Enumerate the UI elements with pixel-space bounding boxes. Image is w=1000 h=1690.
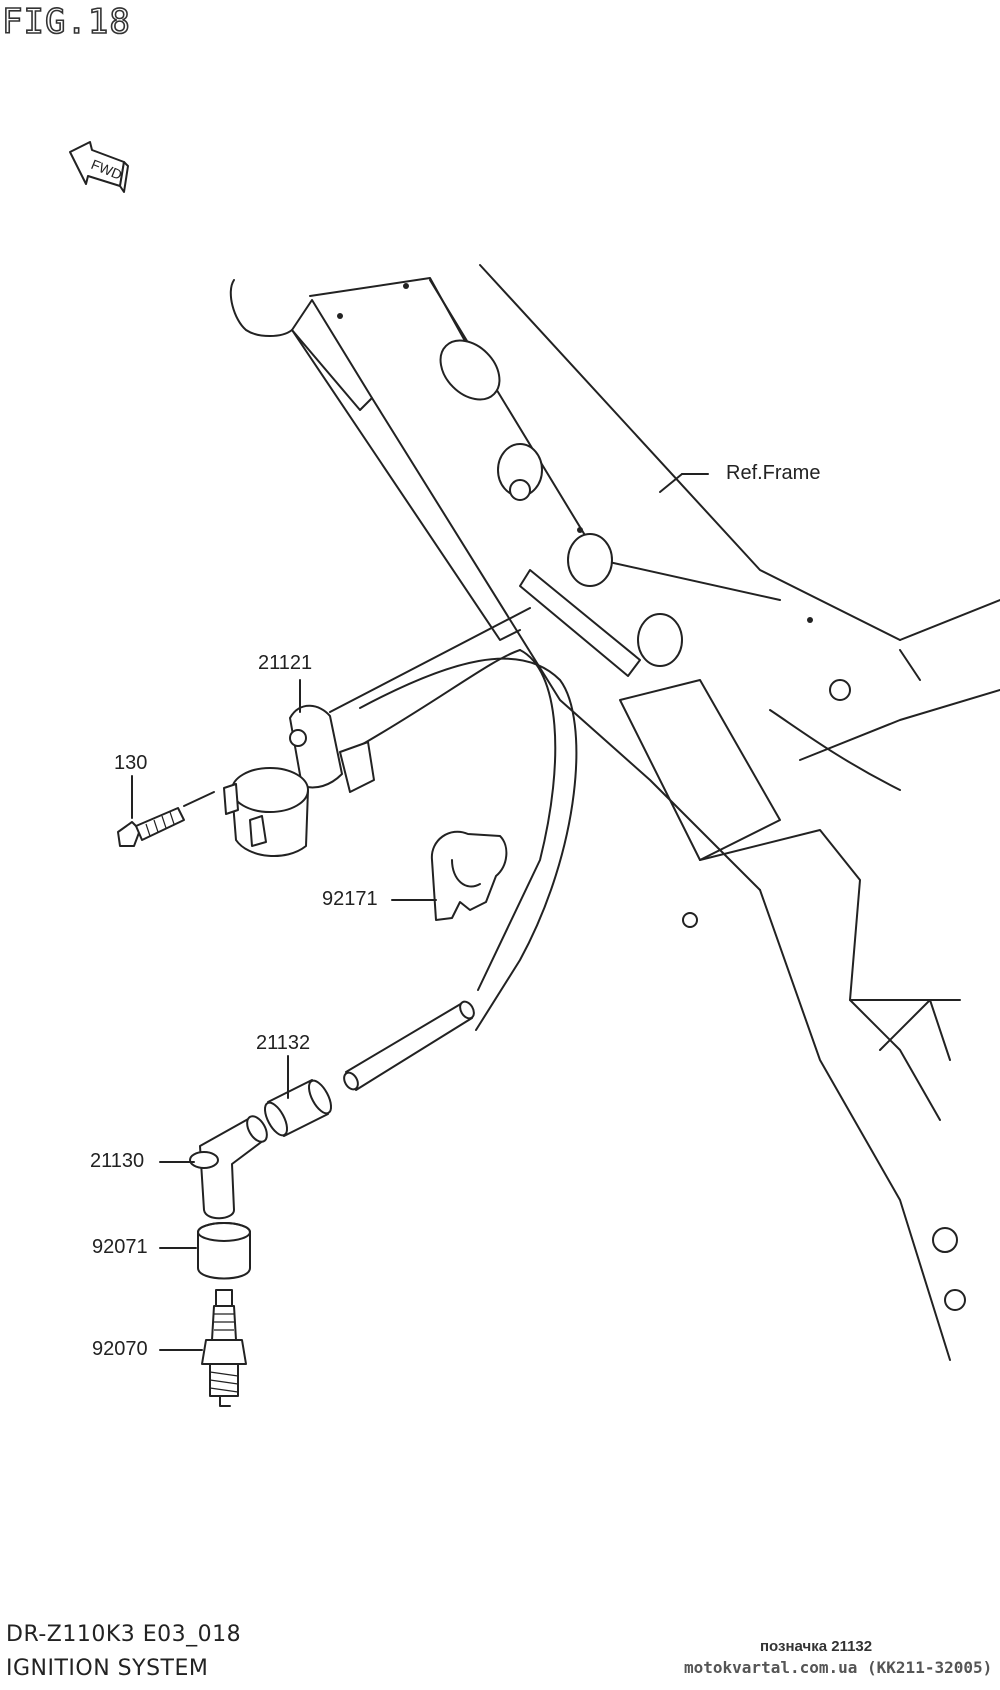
ignition-coil-drawing	[223, 607, 578, 1031]
plug-cap-drawing	[189, 1115, 268, 1220]
clamp-drawing	[430, 830, 508, 921]
callout-21132: 21132	[256, 1032, 311, 1054]
spark-plug-drawing	[201, 1289, 247, 1407]
system-name: IGNITION SYSTEM	[6, 1656, 209, 1681]
cap-sleeve-drawing	[263, 1079, 333, 1137]
callout-92171: 92171	[322, 888, 378, 910]
callout-130: 130	[114, 752, 148, 774]
ring-drawing	[197, 1222, 251, 1280]
leader-lines	[131, 473, 709, 1351]
callout-21130: 21130	[90, 1150, 145, 1172]
ref-frame-label: Ref.Frame	[726, 462, 821, 484]
figure-title: FIG.18	[1, 1, 131, 43]
model-code: DR-Z110K3 E03_018	[6, 1622, 242, 1647]
source-watermark: motokvartal.com.ua (KK211-32005)	[684, 1658, 993, 1677]
frame-drawing	[229, 264, 1000, 1361]
lead-drawing	[343, 1000, 475, 1091]
fwd-arrow-icon: FWD	[69, 141, 129, 193]
callout-92070: 92070	[92, 1338, 148, 1360]
callout-92071: 92071	[92, 1236, 148, 1258]
bolt-drawing	[117, 791, 215, 847]
callout-21121: 21121	[258, 652, 313, 674]
part-mark: позначка 21132	[760, 1638, 873, 1655]
